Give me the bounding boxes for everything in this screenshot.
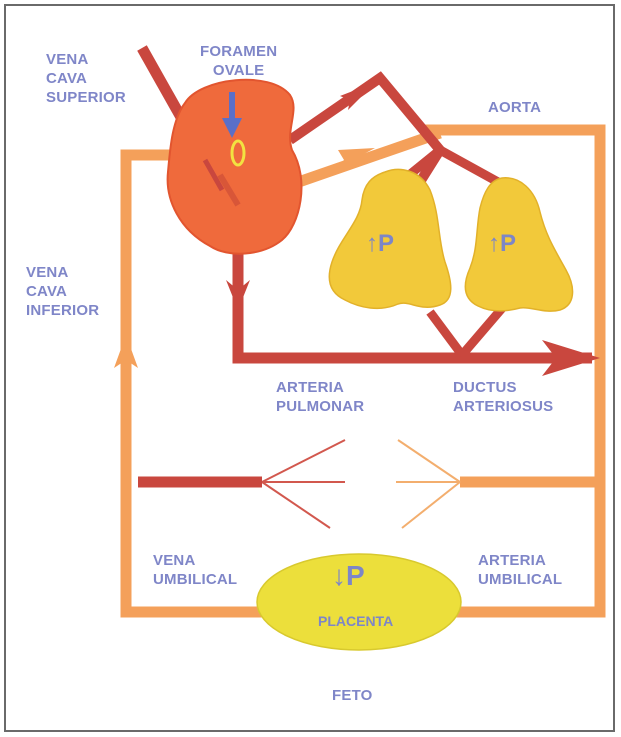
placental-branches bbox=[262, 440, 460, 528]
label-foramen-ovale: FORAMEN OVALE bbox=[200, 42, 277, 80]
right-lung bbox=[465, 178, 572, 311]
right-lung-pressure: ↑P bbox=[488, 230, 516, 258]
up-arrow-icon: ↑ bbox=[366, 230, 378, 257]
down-arrow-icon: ↓ bbox=[332, 560, 346, 591]
pressure-letter: P bbox=[346, 560, 365, 591]
pressure-letter: P bbox=[378, 230, 394, 257]
label-vena-cava-superior: VENA CAVA SUPERIOR bbox=[46, 50, 126, 107]
label-ductus-arteriosus: DUCTUS ARTERIOSUS bbox=[453, 378, 553, 416]
label-arteria-pulmonar: ARTERIA PULMONAR bbox=[276, 378, 364, 416]
placenta-pressure: ↓P bbox=[332, 560, 365, 592]
label-placenta: PLACENTA bbox=[318, 613, 393, 629]
lung-drain-right bbox=[462, 306, 504, 355]
vena-branch-lower bbox=[262, 482, 330, 528]
label-aorta: AORTA bbox=[488, 98, 541, 117]
label-vena-cava-inferior: VENA CAVA INFERIOR bbox=[26, 263, 99, 320]
label-feto: FETO bbox=[332, 686, 373, 705]
arteria-branch-upper bbox=[398, 440, 460, 482]
ductus-branch-right bbox=[440, 150, 498, 182]
up-arrow-icon: ↑ bbox=[488, 230, 500, 257]
label-vena-umbilical: VENA UMBILICAL bbox=[153, 551, 237, 589]
pressure-letter: P bbox=[500, 230, 516, 257]
label-arteria-umbilical: ARTERIA UMBILICAL bbox=[478, 551, 562, 589]
vena-branch-upper bbox=[262, 440, 345, 482]
arteria-branch-lower bbox=[402, 482, 460, 528]
left-lung-pressure: ↑P bbox=[366, 230, 394, 258]
lung-drain-left bbox=[430, 312, 462, 355]
